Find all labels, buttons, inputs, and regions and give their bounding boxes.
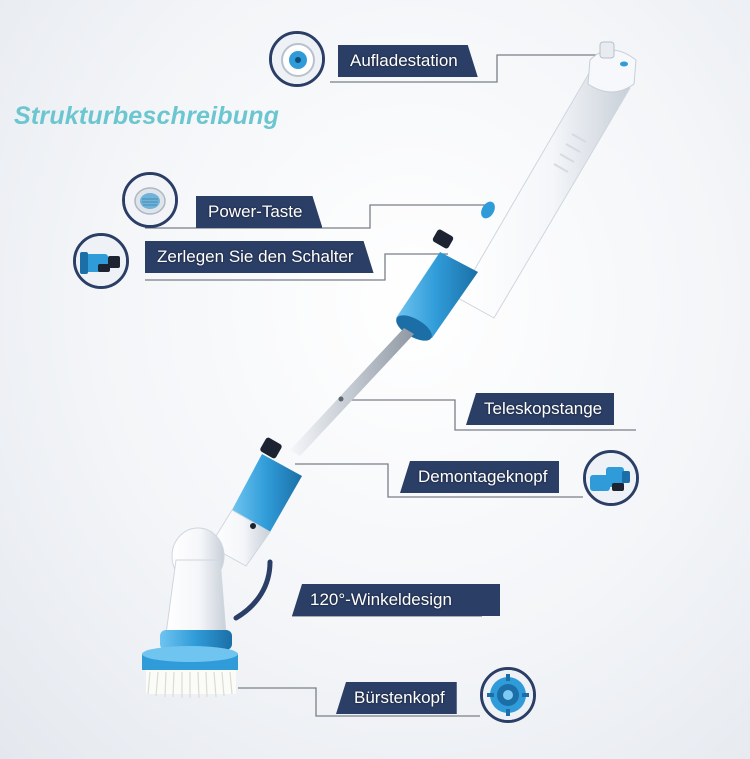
release-button-detail xyxy=(583,450,639,506)
label-charging-station: Aufladestation xyxy=(338,45,478,77)
label-release-button: Demontageknopf xyxy=(400,461,560,493)
switch-part-icon xyxy=(76,236,126,286)
charging-port-icon xyxy=(272,34,322,84)
brush-head-icon xyxy=(483,670,533,720)
label-telescopic-pole: Teleskopstange xyxy=(466,393,615,425)
power-button-detail xyxy=(122,172,178,228)
label-power-button: Power-Taste xyxy=(196,196,322,228)
leader-release-button xyxy=(295,463,583,498)
leader-disassemble-switch xyxy=(145,253,448,281)
brush-head-detail xyxy=(480,667,536,723)
handle-lower xyxy=(142,437,302,674)
leader-lines xyxy=(145,54,636,717)
infographic-title: Strukturbeschreibung xyxy=(14,102,280,130)
label-angle-design: 120°-Winkeldesign xyxy=(292,584,500,616)
charging-station-detail xyxy=(269,31,325,87)
handle-upper xyxy=(396,41,637,341)
telescopic-pole xyxy=(290,328,414,456)
power-button-icon xyxy=(125,175,175,225)
leader-telescopic-pole xyxy=(340,399,636,431)
angle-arc-icon xyxy=(233,559,273,621)
leader-charging-station xyxy=(330,54,612,83)
disassemble-switch-detail xyxy=(73,233,129,289)
leader-power-button xyxy=(145,204,486,229)
label-brush-head: Bürstenkopf xyxy=(336,682,457,714)
label-disassemble-switch: Zerlegen Sie den Schalter xyxy=(145,241,374,273)
release-part-icon xyxy=(586,453,636,503)
brush-bristles xyxy=(146,670,236,699)
leader-brush-head xyxy=(238,687,480,717)
